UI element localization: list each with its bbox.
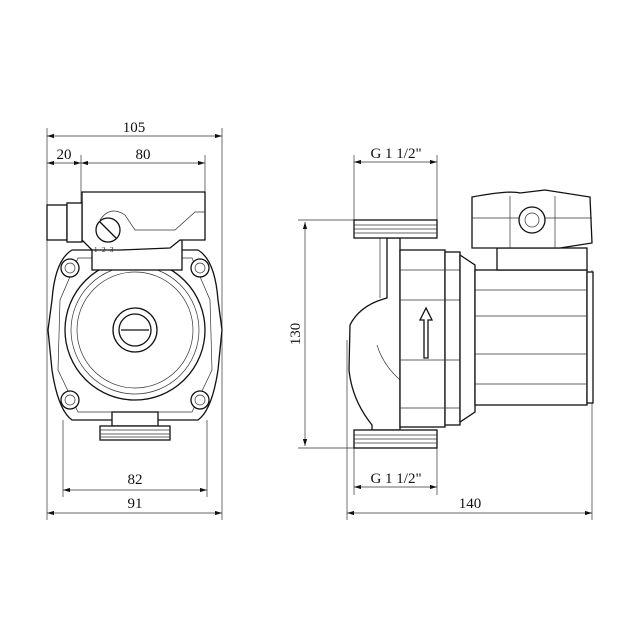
speed-label-2: 2 bbox=[102, 246, 106, 254]
dim-91: 91 bbox=[128, 496, 143, 512]
dim-80: 80 bbox=[136, 147, 151, 163]
dim-thread-top: G 1 1/2" bbox=[370, 146, 421, 162]
side-view: G 1 1/2" G 1 1/2" 130 140 bbox=[288, 146, 594, 520]
cable-connector bbox=[46, 204, 68, 241]
dim-140: 140 bbox=[459, 496, 482, 512]
dim-82: 82 bbox=[128, 472, 143, 488]
speed-label-3: 3 bbox=[110, 246, 114, 254]
dim-20: 20 bbox=[57, 147, 72, 163]
bottom-thread bbox=[353, 429, 438, 449]
top-thread bbox=[353, 219, 438, 239]
speed-label-1: 1 bbox=[94, 246, 98, 254]
dim-thread-bottom: G 1 1/2" bbox=[370, 471, 421, 487]
flow-arrow-icon bbox=[418, 306, 434, 359]
dim-105: 105 bbox=[123, 120, 146, 136]
front-view: 1 2 3 105 20 80 82 91 bbox=[46, 120, 223, 520]
bolt-icon bbox=[60, 258, 210, 410]
dim-130: 130 bbox=[288, 323, 304, 346]
